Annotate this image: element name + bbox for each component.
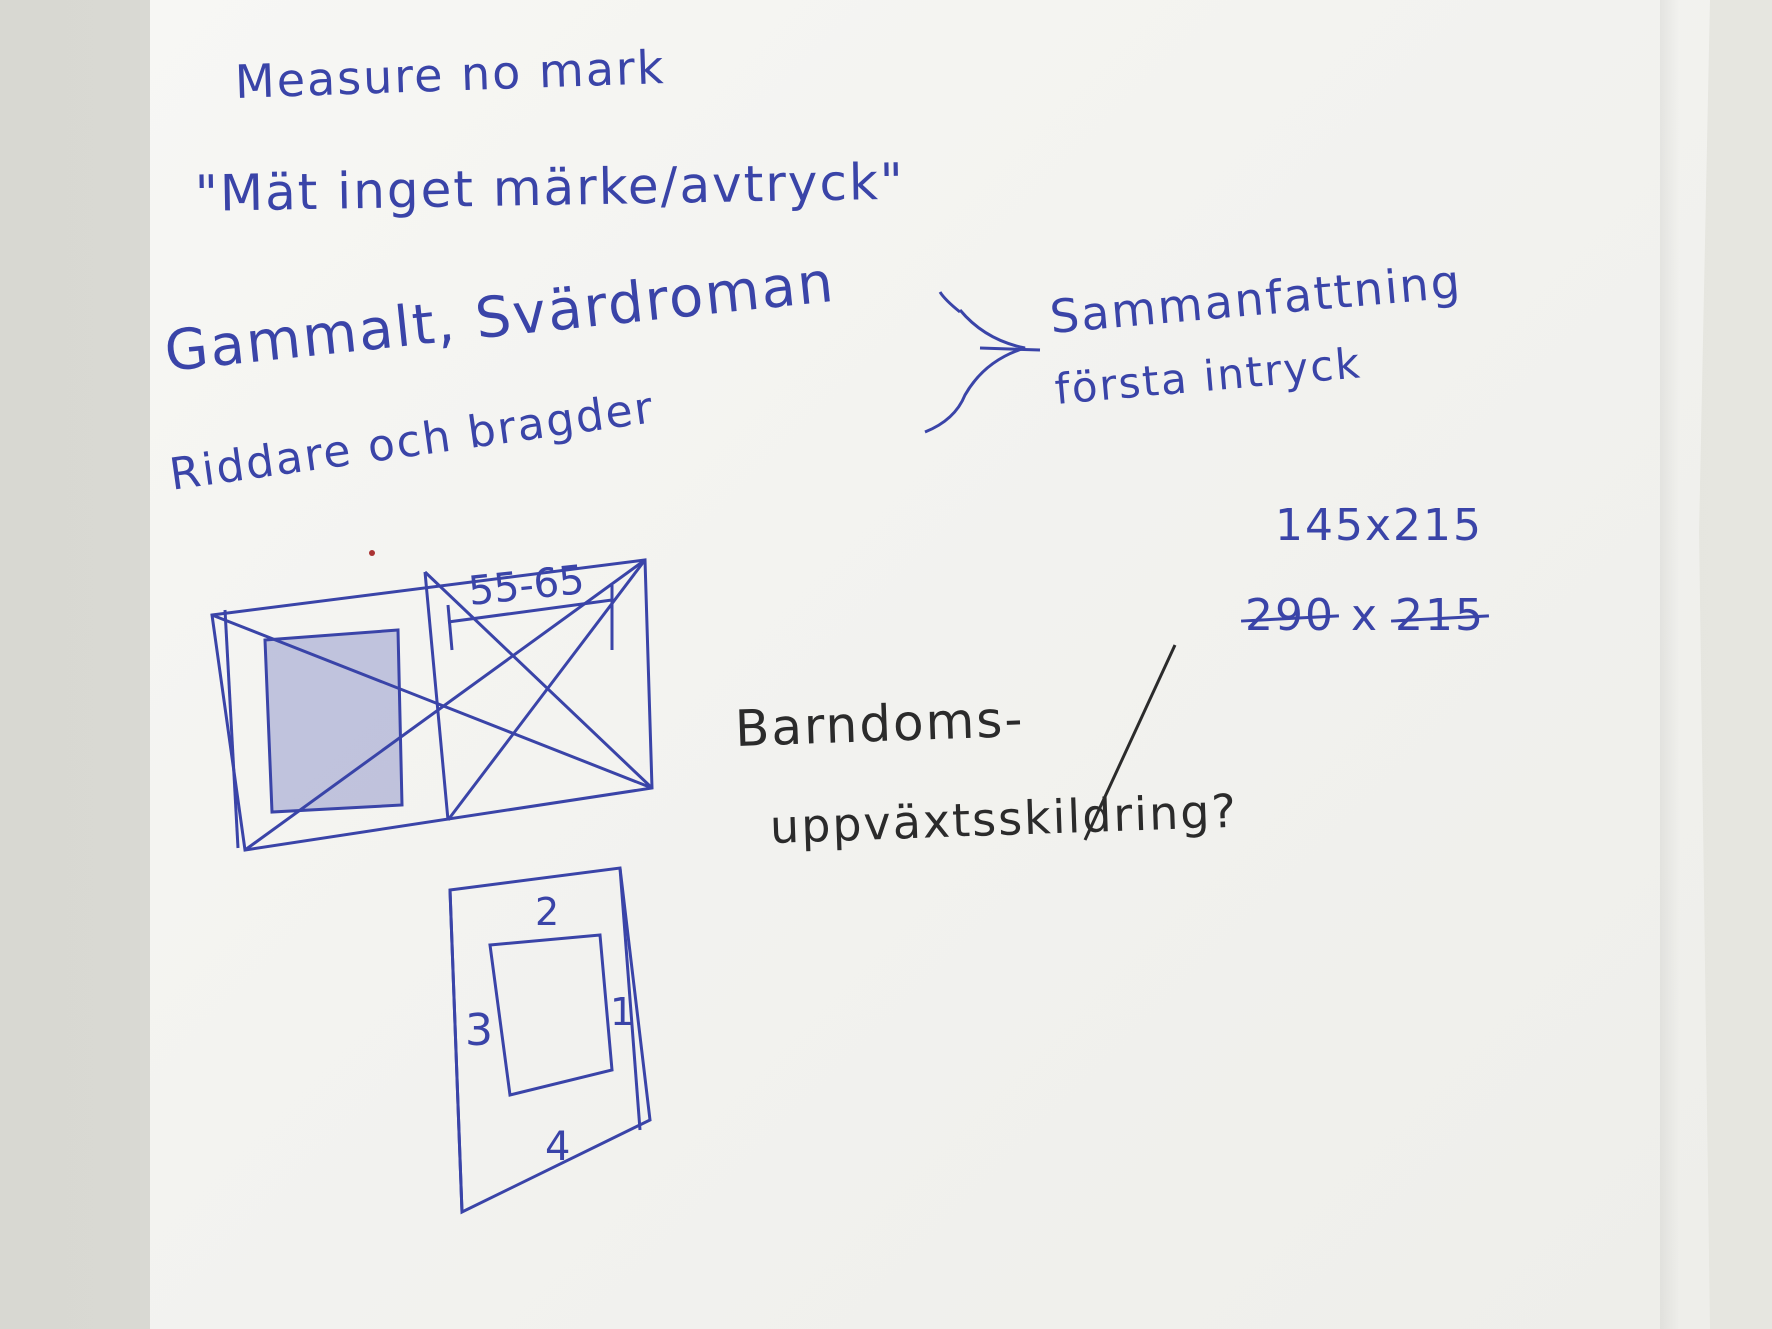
note-size-1: 145x215 [1275,500,1484,551]
paper-sheet [150,0,1710,1329]
margin-bottom-number: 4 [545,1124,570,1170]
book-spread-sketch [210,558,654,852]
pencil-connector [1083,644,1177,841]
size-2-new-value: 215 [1395,590,1486,641]
red-speck [369,550,375,556]
size-2-separator: x [1350,590,1380,641]
note-size-2: 290 x 215 [1245,590,1485,641]
margin-top-number: 2 [535,890,559,934]
margin-left-number: 3 [465,1005,493,1056]
paper-edge-shadow [1660,0,1680,1329]
size-2-old-value: 290 [1245,590,1335,641]
margin-right-number: 1 [610,990,634,1034]
page-margins-sketch [448,866,652,1215]
